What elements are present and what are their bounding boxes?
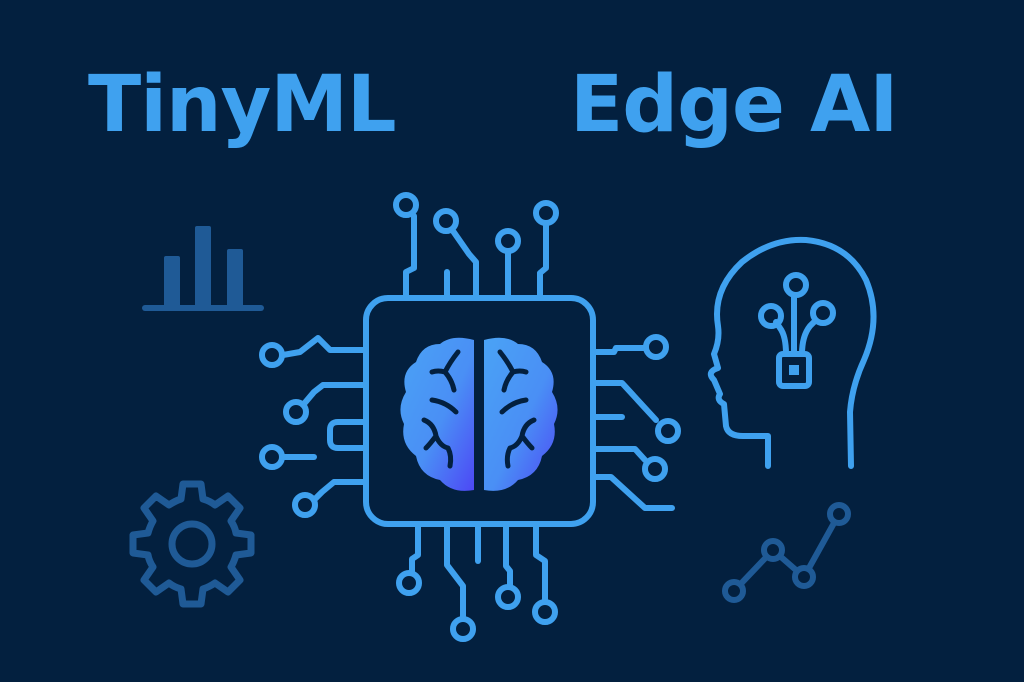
bar-chart-icon xyxy=(142,226,264,311)
gear-icon xyxy=(129,480,255,608)
title-edge-ai: Edge AI xyxy=(570,60,898,150)
head-with-chip-icon xyxy=(707,236,877,469)
title-tinyml: TinyML xyxy=(88,60,397,150)
brain-icon xyxy=(400,337,558,491)
chip-circuit-icon xyxy=(259,192,681,642)
line-chart-icon xyxy=(722,502,851,603)
